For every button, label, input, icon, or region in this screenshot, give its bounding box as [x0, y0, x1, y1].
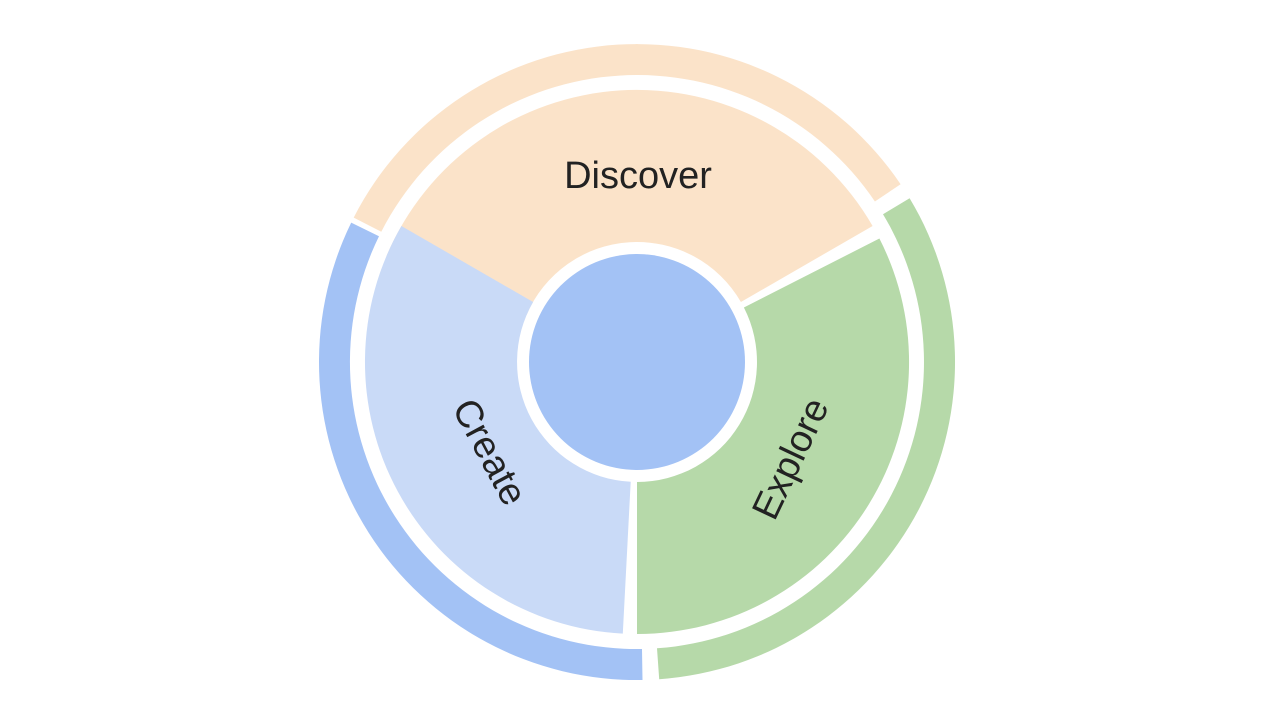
create-outer-arc — [318, 222, 643, 681]
explore-segment[interactable] — [637, 238, 910, 635]
create-segment[interactable] — [364, 226, 631, 634]
center-circle[interactable] — [529, 254, 745, 470]
explore-outer-arc — [657, 198, 956, 680]
discover-label: Discover — [564, 155, 712, 197]
discover-segment[interactable] — [386, 89, 873, 316]
discover-outer-arc — [353, 44, 901, 232]
